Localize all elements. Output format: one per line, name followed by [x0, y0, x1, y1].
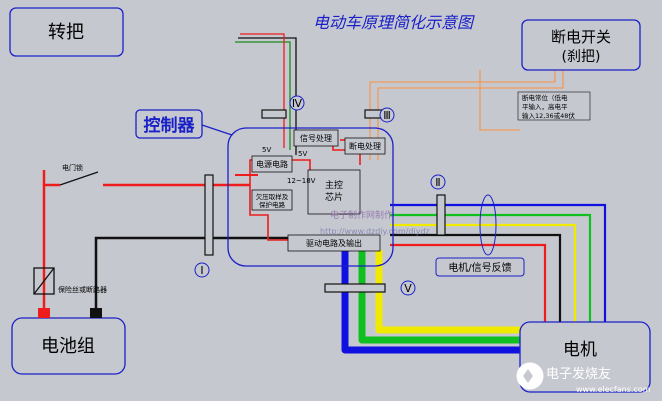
- connector-4-label: Ⅳ: [292, 97, 303, 110]
- svg-text:芯片: 芯片: [325, 191, 343, 203]
- svg-text:5V: 5V: [262, 146, 271, 154]
- svg-text:断电处理: 断电处理: [349, 141, 381, 151]
- brake-switch-label-1: 断电开关: [551, 28, 611, 46]
- undervoltage-block: [251, 189, 293, 211]
- brake-note-2: 平输入，高电平: [522, 102, 568, 111]
- brand-name: 电子发烧友: [546, 366, 611, 382]
- main-chip-block: [307, 169, 361, 215]
- connector-3-label: Ⅲ: [383, 109, 391, 122]
- motor-label: 电机: [563, 340, 597, 360]
- controller-label-box: [135, 109, 203, 139]
- motor-box: [519, 321, 651, 393]
- svg-text:欠压取样及: 欠压取样及: [256, 192, 289, 201]
- motor-phase-wires: [341, 250, 525, 354]
- brake-note-box: [517, 91, 591, 121]
- brake-note-3: 输入12,36或48伏: [522, 111, 575, 120]
- connector-4: [261, 109, 287, 119]
- diagram-title: 电动车原理简化示意图: [313, 13, 475, 32]
- svg-text:主控: 主控: [325, 179, 343, 191]
- feedback-bundle-icon: [479, 194, 497, 256]
- battery-positive-terminal: [38, 308, 50, 318]
- connector-1: [204, 174, 214, 256]
- watermark-text: 电子制作网制作: [330, 209, 393, 221]
- handlebar-box: [9, 7, 124, 57]
- connector-1-label: Ⅰ: [200, 264, 203, 277]
- brake-note-1: 断电常位（低电: [522, 93, 568, 102]
- drive-circuit-block: [287, 234, 381, 252]
- door-lock-label: 电门锁: [62, 163, 83, 172]
- brake-wires: [369, 65, 564, 160]
- handlebar-label: 转把: [48, 22, 84, 43]
- controller-box: [227, 127, 394, 267]
- svg-text:电源电路: 电源电路: [256, 159, 288, 169]
- svg-text:保护电路: 保护电路: [259, 200, 286, 209]
- svg-text:驱动电路及输出: 驱动电路及输出: [306, 238, 362, 248]
- handlebar-wires: [235, 33, 297, 155]
- connector-5-label: Ⅴ: [404, 282, 412, 295]
- watermark-url: http://www.dzdiy.com/diydz: [320, 227, 430, 236]
- brake-switch-box: [521, 19, 641, 71]
- signal-processing-block: [293, 129, 339, 147]
- battery-box: [11, 317, 126, 375]
- brand-url: www.elecfans.com: [576, 385, 651, 394]
- motor-feedback-box: [435, 257, 525, 277]
- brake-switch-label-2: (刹把): [562, 49, 601, 65]
- connector-2-label: Ⅱ: [435, 176, 440, 189]
- svg-text:12~18V: 12~18V: [287, 177, 316, 185]
- motor-feedback-label: 电机/信号反馈: [448, 261, 511, 274]
- fuse-label: 保险丝或断路器: [58, 285, 107, 294]
- brake-processing-block: [344, 137, 386, 155]
- hall-wires: [390, 203, 607, 325]
- svg-text:5V: 5V: [298, 150, 307, 158]
- battery-negative-terminal: [90, 308, 102, 318]
- fuse-icon: [33, 267, 55, 295]
- controller-label: 控制器: [144, 115, 196, 136]
- power-circuit-block: [251, 155, 293, 173]
- battery-label: 电池组: [41, 336, 95, 357]
- svg-text:信号处理: 信号处理: [300, 133, 332, 143]
- connector-5: [324, 283, 386, 293]
- connector-2: [436, 194, 446, 236]
